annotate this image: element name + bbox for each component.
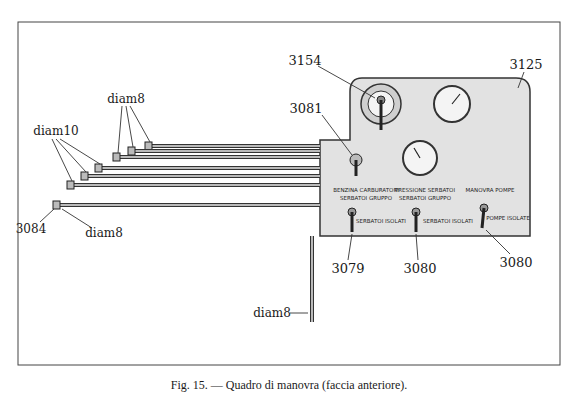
tube-fitting [67,181,74,189]
tube [72,184,320,186]
dimension-label: diam8 [107,93,145,105]
tube [118,156,320,158]
panel-inscription: POMPE ISOLATE [486,216,530,222]
tube-fitting [145,142,152,150]
pressure-gauge [434,86,470,122]
figure-frame [18,22,560,365]
tube [58,204,320,206]
panel-inscription: SERBATOI GRUPPO [399,196,451,202]
callout-number: 3079 [331,262,364,275]
dimension-label: diam10 [33,125,78,137]
dimension-label: diam8 [253,307,291,319]
switch-lever [412,208,420,232]
tube [72,183,320,187]
pipe [311,236,313,322]
tube [100,167,320,169]
tube-fitting [128,147,135,155]
panel-inscription: MANOVRA POMPE [466,188,515,194]
control-panel [320,78,530,236]
tube [133,150,320,152]
leader-lines [40,66,524,313]
switch-lever [348,208,356,232]
pressure-gauge [403,141,437,175]
tube [86,175,320,177]
tube-fitting [53,201,60,209]
tube [58,203,320,207]
callout-number: 3080 [499,256,532,269]
panel-inscription: SERBATOI ISOLATI [356,219,406,225]
tube-bundle [53,142,320,209]
panel-inscription: SERBATOI ISOLATI [423,219,473,225]
pipe [310,236,314,322]
tube [118,155,320,159]
panel-inscription: SERBATOI GRUPPO [340,196,392,202]
tube-fitting [113,153,120,161]
valve-3081 [350,154,362,176]
tube [133,149,320,153]
dimension-label: diam8 [85,227,123,239]
tube [86,174,320,178]
tube [150,144,320,148]
tube [150,145,320,147]
panel-inscription: BENZINA CARBURATORI [333,188,399,194]
tube-fitting [81,172,88,180]
figure-caption: Fig. 15. — Quadro di manovra (faccia ant… [171,378,408,393]
tube [100,166,320,170]
callout-number: 3125 [509,58,542,71]
callout-number: 3080 [403,262,436,275]
panel-inscription: PRESSIONE SERBATOI [395,188,455,194]
callout-number: 3084 [16,223,47,235]
gauge-3154 [361,84,401,130]
callout-number: 3081 [289,102,322,115]
tube-fitting [95,164,102,172]
callout-number: 3154 [288,54,321,67]
